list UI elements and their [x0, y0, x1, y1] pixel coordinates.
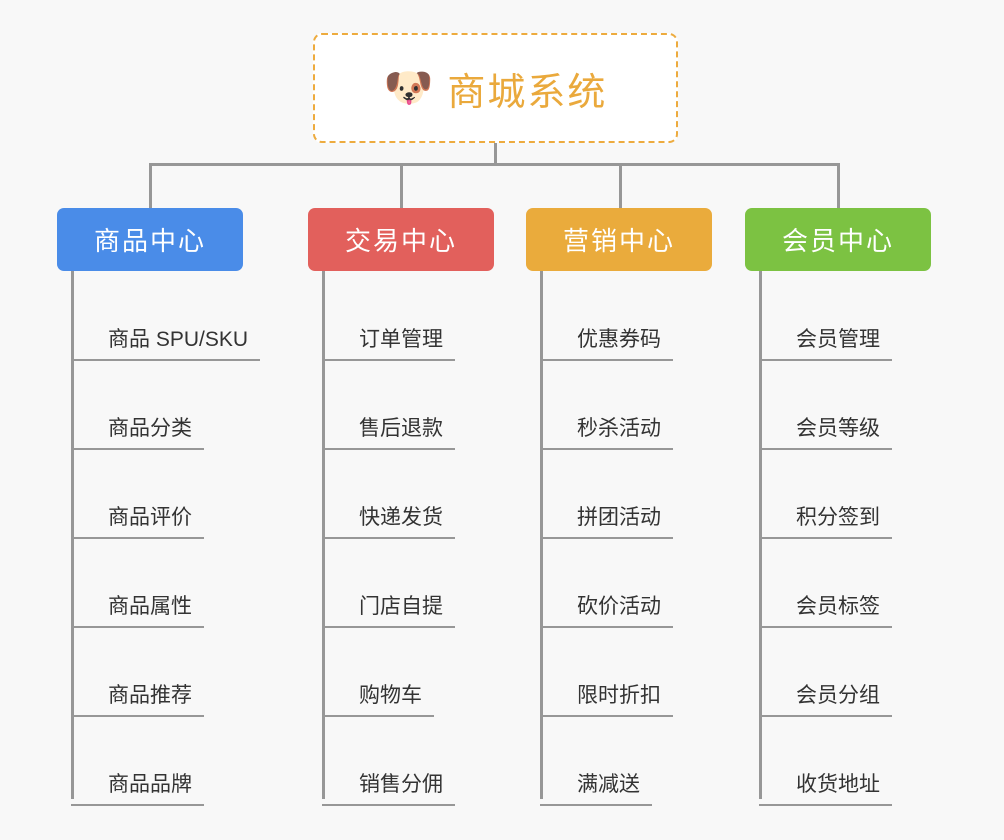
list-item-label: 会员标签	[759, 590, 892, 628]
list-item-label: 商品分类	[71, 412, 204, 450]
list-item[interactable]: 积分签到	[759, 501, 892, 539]
list-item[interactable]: 会员分组	[759, 679, 892, 717]
list-item-label: 收货地址	[759, 768, 892, 806]
list-item[interactable]: 商品 SPU/SKU	[71, 323, 261, 361]
category-box-marketing-center[interactable]: 营销中心	[526, 208, 712, 271]
list-item[interactable]: 砍价活动	[540, 590, 673, 628]
list-item-label: 售后退款	[322, 412, 455, 450]
category-box-product-center[interactable]: 商品中心	[57, 208, 243, 271]
list-item-label: 秒杀活动	[540, 412, 673, 450]
category-box-trade-center[interactable]: 交易中心	[308, 208, 494, 271]
list-item[interactable]: 门店自提	[322, 590, 455, 628]
list-item[interactable]: 商品推荐	[71, 679, 204, 717]
list-item[interactable]: 销售分佣	[322, 768, 455, 806]
root-stem-connector	[494, 143, 497, 165]
list-item-label: 会员管理	[759, 323, 892, 361]
list-item[interactable]: 秒杀活动	[540, 412, 673, 450]
list-item[interactable]: 限时折扣	[540, 679, 673, 717]
list-item[interactable]: 售后退款	[322, 412, 455, 450]
list-item-label: 限时折扣	[540, 679, 673, 717]
drop-connector-member-center	[837, 163, 840, 208]
list-item[interactable]: 商品分类	[71, 412, 204, 450]
list-item-label: 满减送	[540, 768, 652, 806]
list-item[interactable]: 商品评价	[71, 501, 204, 539]
list-item-label: 商品 SPU/SKU	[71, 323, 261, 361]
list-item-label: 门店自提	[322, 590, 455, 628]
list-item[interactable]: 会员标签	[759, 590, 892, 628]
list-item[interactable]: 满减送	[540, 768, 652, 806]
list-item-label: 会员等级	[759, 412, 892, 450]
list-item[interactable]: 购物车	[322, 679, 434, 717]
horizontal-bus-connector	[149, 163, 840, 166]
list-item[interactable]: 收货地址	[759, 768, 892, 806]
list-item-label: 销售分佣	[322, 768, 455, 806]
list-item[interactable]: 会员管理	[759, 323, 892, 361]
list-item[interactable]: 订单管理	[322, 323, 455, 361]
leaf-spine-trade-center	[322, 271, 325, 799]
leaf-spine-marketing-center	[540, 271, 543, 799]
leaf-spine-product-center	[71, 271, 74, 799]
category-label-member-center: 会员中心	[781, 226, 894, 256]
list-item-label: 优惠券码	[540, 323, 673, 361]
list-item-label: 商品评价	[71, 501, 204, 539]
category-label-trade-center: 交易中心	[344, 226, 457, 256]
category-label-marketing-center: 营销中心	[562, 226, 675, 256]
list-item[interactable]: 商品属性	[71, 590, 204, 628]
list-item-label: 积分签到	[759, 501, 892, 539]
category-box-member-center[interactable]: 会员中心	[745, 208, 931, 271]
list-item[interactable]: 优惠券码	[540, 323, 673, 361]
drop-connector-marketing-center	[619, 163, 622, 208]
shiba-dog-face-icon: 🐶	[383, 66, 434, 110]
list-item-label: 快递发货	[322, 501, 455, 539]
list-item-label: 拼团活动	[540, 501, 673, 539]
list-item-label: 商品推荐	[71, 679, 204, 717]
root-node-shopping-mall-system[interactable]: 🐶 商城系统	[313, 33, 678, 143]
list-item-label: 会员分组	[759, 679, 892, 717]
leaf-spine-member-center	[759, 271, 762, 799]
drop-connector-product-center	[149, 163, 152, 208]
list-item-label: 砍价活动	[540, 590, 673, 628]
list-item[interactable]: 快递发货	[322, 501, 455, 539]
list-item[interactable]: 拼团活动	[540, 501, 673, 539]
list-item-label: 商品属性	[71, 590, 204, 628]
list-item[interactable]: 商品品牌	[71, 768, 204, 806]
list-item-label: 订单管理	[322, 323, 455, 361]
drop-connector-trade-center	[400, 163, 403, 208]
root-node-title: 商城系统	[447, 71, 608, 114]
list-item-label: 商品品牌	[71, 768, 204, 806]
category-label-product-center: 商品中心	[93, 226, 206, 256]
list-item-label: 购物车	[322, 679, 434, 717]
list-item[interactable]: 会员等级	[759, 412, 892, 450]
